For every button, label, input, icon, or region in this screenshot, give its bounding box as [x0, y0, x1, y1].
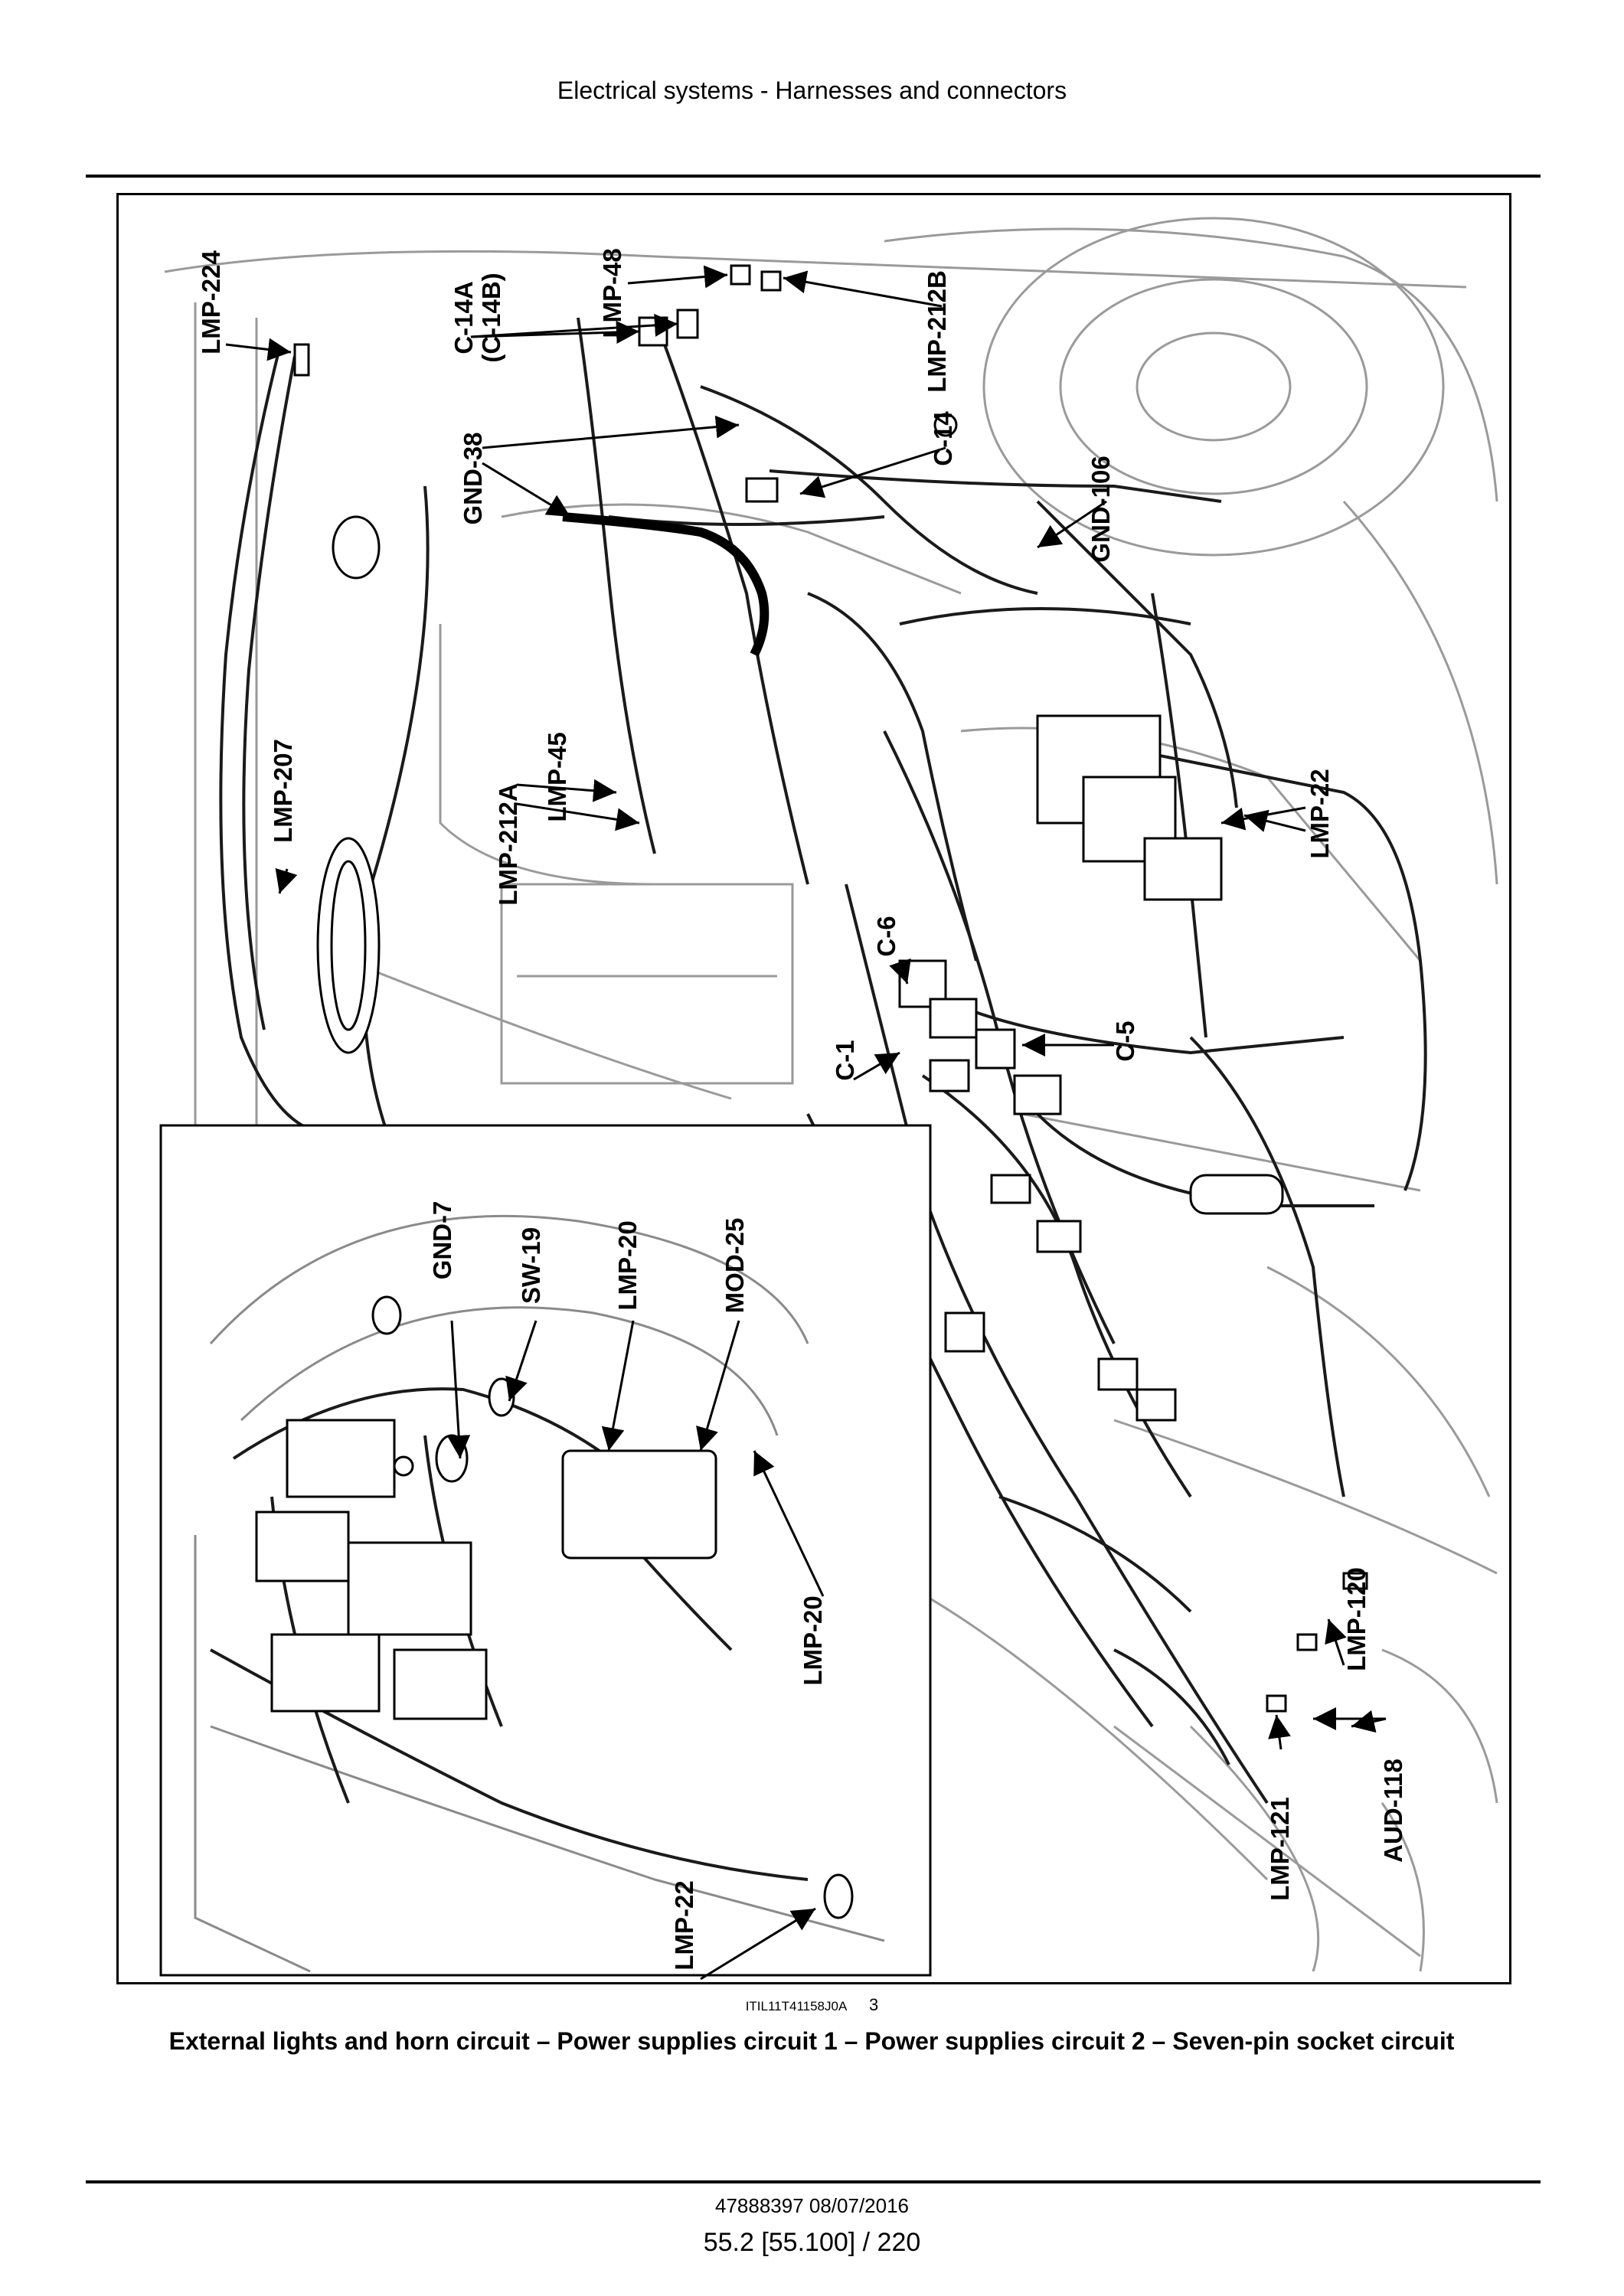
callout-lmp-121: LMP-121 — [1266, 1797, 1294, 1901]
callout-lmp-22-top: LMP-22 — [1305, 769, 1334, 858]
callout-gnd-7: GND-7 — [428, 1201, 456, 1280]
footer-document-id: 47888397 08/07/2016 — [714, 2194, 910, 2217]
connectors — [293, 264, 1368, 1713]
callout-c-1: C-1 — [831, 1040, 859, 1080]
page-header-title: Electrical systems - Harnesses and conne… — [557, 77, 1067, 104]
callout-c-5: C-5 — [1111, 1021, 1139, 1061]
callout-gnd-38: GND-38 — [459, 432, 487, 524]
callout-lmp-120: LMP-120 — [1342, 1567, 1371, 1671]
leader-lines — [225, 265, 1387, 1981]
callout-lmp-20: LMP-20 — [799, 1595, 827, 1685]
footer-page-number: 55.2 [55.100] / 220 — [703, 2228, 921, 2257]
callout-aud-118: AUD-118 — [1379, 1759, 1407, 1863]
figure-number: 3 — [869, 1995, 879, 2014]
callout-lmp-20-inset: LMP-20 — [613, 1220, 642, 1310]
callout-labels: LMP-224 C-14A (C-14B) LMP-48 LMP-212B GN… — [197, 248, 1407, 1970]
callout-lmp-212b: LMP-212B — [923, 270, 951, 393]
callout-sw-19: SW-19 — [517, 1227, 545, 1304]
wiring-diagram-figure: LMP-224 C-14A (C-14B) LMP-48 LMP-212B GN… — [116, 193, 1511, 1984]
wiring-harness — [219, 317, 1427, 1804]
harness-illustration: LMP-224 C-14A (C-14B) LMP-48 LMP-212B GN… — [159, 217, 1498, 1981]
callout-mod-25: MOD-25 — [721, 1218, 749, 1314]
ground-harness — [562, 512, 770, 657]
footer-rule — [86, 2180, 1541, 2183]
callout-c-6: C-6 — [872, 916, 900, 956]
callout-c-14a: C-14A — [449, 281, 478, 354]
figure-reference: ITIL11T41158J0A 3 — [0, 1995, 1624, 2015]
callout-lmp-22-inset: LMP-22 — [670, 1880, 698, 1970]
figure-caption: External lights and horn circuit – Power… — [168, 2027, 1455, 2055]
inset-detail-box — [159, 1124, 932, 1977]
callout-gnd-106: GND-106 — [1086, 456, 1115, 562]
callout-c-14b: (C-14B) — [477, 273, 505, 362]
callout-c-14: C-14 — [929, 411, 957, 466]
callout-lmp-224: LMP-224 — [197, 250, 225, 354]
callout-lmp-212a: LMP-212A — [494, 783, 522, 906]
callout-lmp-48: LMP-48 — [598, 248, 626, 338]
callout-lmp-207: LMP-207 — [269, 739, 297, 843]
header-rule — [86, 175, 1541, 178]
figure-reference-code: ITIL11T41158J0A — [745, 1999, 848, 2013]
callout-lmp-45: LMP-45 — [543, 732, 571, 821]
